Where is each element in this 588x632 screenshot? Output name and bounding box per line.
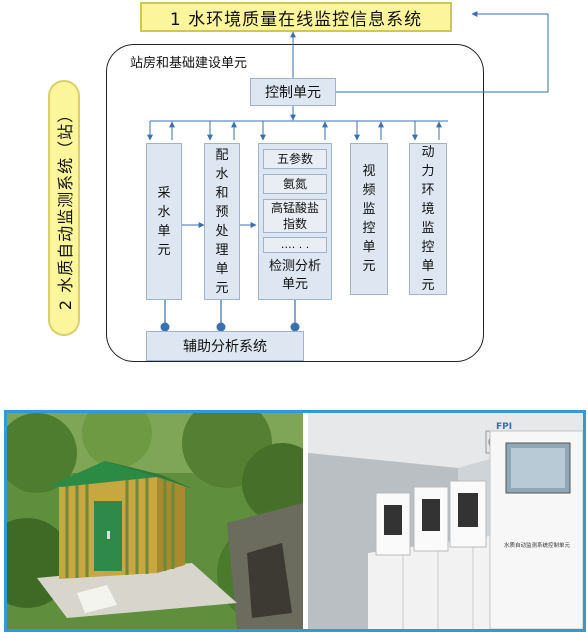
- pretreatment-unit: 配水和预处理单元: [204, 143, 240, 300]
- analysis-item: …. . .: [263, 237, 327, 253]
- junction-dot: [216, 322, 226, 332]
- analysis-unit: 五参数 氨氮 高锰酸盐指数 …. . . 检测分析单元: [258, 143, 332, 300]
- video-monitor-unit-label: 视频监控单元: [362, 164, 376, 274]
- analysis-item: 五参数: [263, 149, 327, 169]
- environment-monitor-unit: 动力环境监控单元: [409, 143, 447, 295]
- control-unit: 控制单元: [250, 78, 336, 106]
- station-house-photo: [7, 413, 303, 629]
- sampling-unit-label: 采水单元: [157, 185, 171, 258]
- cabinet-panel-label: 水质自动监测系统控制单元: [504, 541, 571, 549]
- aux-analysis-system: 辅助分析系统: [146, 331, 304, 361]
- feedback-line: [335, 11, 549, 93]
- control-room-photo: FPI 水质自动监测系统控制单元: [308, 413, 583, 629]
- station-label: 站房和基础建设单元: [130, 56, 248, 71]
- junction-dot: [160, 322, 170, 332]
- video-monitor-unit: 视频监控单元: [350, 143, 388, 295]
- pretreatment-unit-label: 配水和预处理单元: [215, 147, 229, 296]
- analysis-item-text: 高锰酸盐指数: [270, 201, 319, 231]
- side-title: 2 水质自动监测系统（站）: [48, 80, 80, 336]
- environment-monitor-unit-label: 动力环境监控单元: [421, 145, 435, 293]
- system-title: 1 水环境质量在线监控信息系统: [140, 2, 452, 32]
- sampling-unit: 采水单元: [146, 143, 182, 300]
- analysis-item: 高锰酸盐指数: [263, 199, 327, 233]
- connector-layer: [147, 11, 549, 332]
- analysis-unit-label: 检测分析单元: [268, 259, 321, 292]
- cabinet-brand: FPI: [496, 422, 512, 432]
- analysis-item: 氨氮: [263, 174, 327, 194]
- junction-dot: [290, 322, 300, 332]
